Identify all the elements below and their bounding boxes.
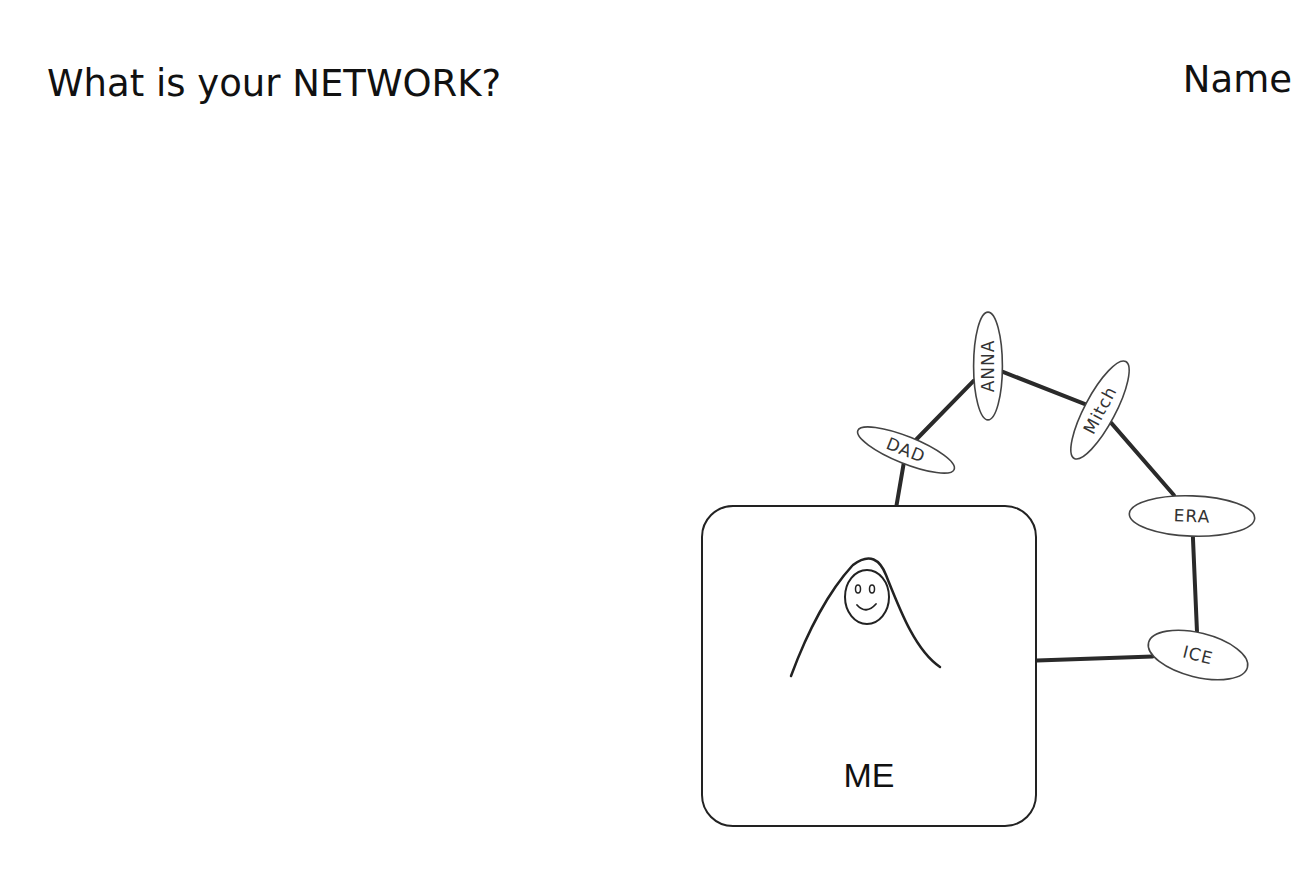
handwritten-name: ANNA bbox=[978, 340, 998, 393]
eye bbox=[856, 585, 861, 593]
hair-left bbox=[791, 566, 852, 676]
hair-right bbox=[853, 558, 940, 667]
person-oval: DAD bbox=[852, 417, 961, 483]
network-link bbox=[1111, 423, 1174, 495]
smile bbox=[857, 604, 876, 610]
network-link bbox=[917, 381, 974, 439]
eye bbox=[870, 585, 875, 593]
network-link bbox=[1193, 537, 1197, 631]
person-oval: ICE bbox=[1142, 620, 1254, 690]
page-title: What is your NETWORK? bbox=[47, 62, 501, 105]
face bbox=[845, 570, 889, 624]
network-link bbox=[1003, 372, 1085, 404]
network-link bbox=[897, 464, 904, 505]
node-label: ME bbox=[844, 756, 895, 795]
person-oval: ERA bbox=[1127, 493, 1256, 539]
person-oval: ANNA bbox=[973, 311, 1003, 421]
self-portrait bbox=[791, 558, 940, 676]
name-field: Name bbox=[1183, 58, 1292, 101]
self-box: ME bbox=[701, 505, 1037, 827]
person-oval: Mitch bbox=[1060, 353, 1141, 467]
network-link bbox=[1037, 657, 1153, 661]
handwritten-name: ERA bbox=[1173, 505, 1210, 526]
